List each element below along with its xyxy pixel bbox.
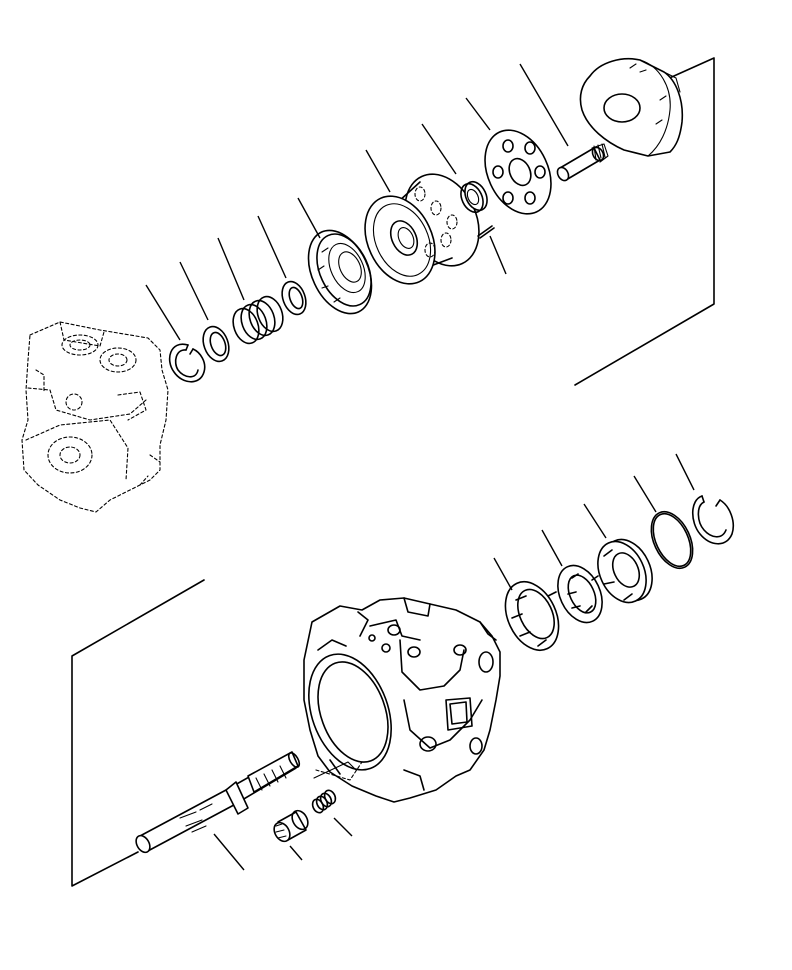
- piston: [519, 63, 609, 182]
- collar: [273, 809, 309, 861]
- o-ring: [633, 475, 694, 570]
- drive-shaft: [135, 751, 301, 871]
- cylinder-block: [364, 149, 480, 285]
- valve-plate: [297, 197, 373, 315]
- thrust-washer: [179, 261, 230, 363]
- rear-housing-ghost: [21, 321, 169, 513]
- bushing: [421, 123, 488, 214]
- pump-case: [303, 597, 501, 803]
- seal-holder: [583, 503, 653, 604]
- bearing-inner: [541, 529, 603, 624]
- upper-reference-plane: [574, 57, 715, 386]
- pin: [477, 225, 507, 275]
- lower-reference-plane: [71, 579, 205, 887]
- retainer-plate: [465, 97, 552, 215]
- spring-seat: [257, 215, 307, 316]
- spring: [217, 237, 284, 345]
- bearing: [493, 557, 560, 651]
- snap-ring-lower: [675, 453, 735, 545]
- end-cover: [579, 58, 684, 157]
- snap-ring-upper: [145, 284, 206, 383]
- spring-small: [311, 761, 357, 837]
